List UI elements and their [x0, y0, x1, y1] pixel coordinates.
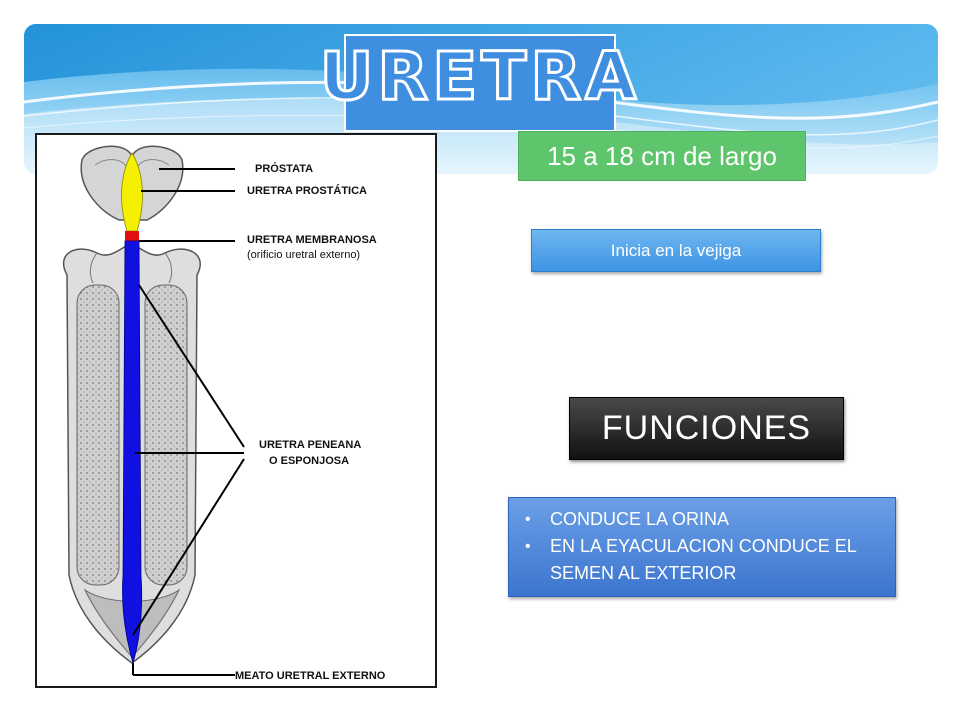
function-text: CONDUCE LA ORINA: [550, 509, 730, 529]
label-prostatic-urethra: URETRA PROSTÁTICA: [247, 184, 367, 197]
label-membranous-orifice: (orificio uretral externo): [247, 249, 360, 261]
functions-box: • CONDUCE LA ORINA • EN LA EYACULACION C…: [508, 497, 896, 597]
function-item: • CONDUCE LA ORINA: [523, 506, 885, 533]
start-label: Inicia en la vejiga: [531, 229, 821, 272]
label-spongy-urethra: O ESPONJOSA: [269, 455, 349, 467]
bullet-icon: •: [525, 511, 531, 528]
leader-lines: [132, 168, 245, 676]
label-external-meatus: MEATO URETRAL EXTERNO: [235, 670, 386, 682]
corpus-right: [144, 284, 188, 586]
urethra-illustration: PRÓSTATA URETRA PROSTÁTICA URETRA MEMBRA…: [62, 145, 386, 682]
length-label: 15 a 18 cm de largo: [518, 131, 806, 181]
corpus-left: [76, 284, 120, 586]
urethra-diagram: PRÓSTATA URETRA PROSTÁTICA URETRA MEMBRA…: [35, 133, 437, 688]
penile-urethra-channel: [122, 240, 143, 665]
label-penile-urethra: URETRA PENEANA: [259, 439, 361, 451]
functions-title: FUNCIONES: [569, 397, 844, 460]
title-box: URETRA: [318, 34, 638, 132]
page-title: URETRA: [318, 38, 641, 115]
functions-list: • CONDUCE LA ORINA • EN LA EYACULACION C…: [523, 506, 885, 587]
function-item: • EN LA EYACULACION CONDUCE EL SEMEN AL …: [523, 533, 885, 587]
sphincter-marker: [125, 231, 139, 241]
label-membranous-urethra: URETRA MEMBRANOSA: [247, 234, 377, 246]
bullet-icon: •: [525, 538, 531, 555]
function-text: EN LA EYACULACION CONDUCE EL SEMEN AL EX…: [550, 536, 857, 583]
label-prostate: PRÓSTATA: [255, 162, 313, 175]
